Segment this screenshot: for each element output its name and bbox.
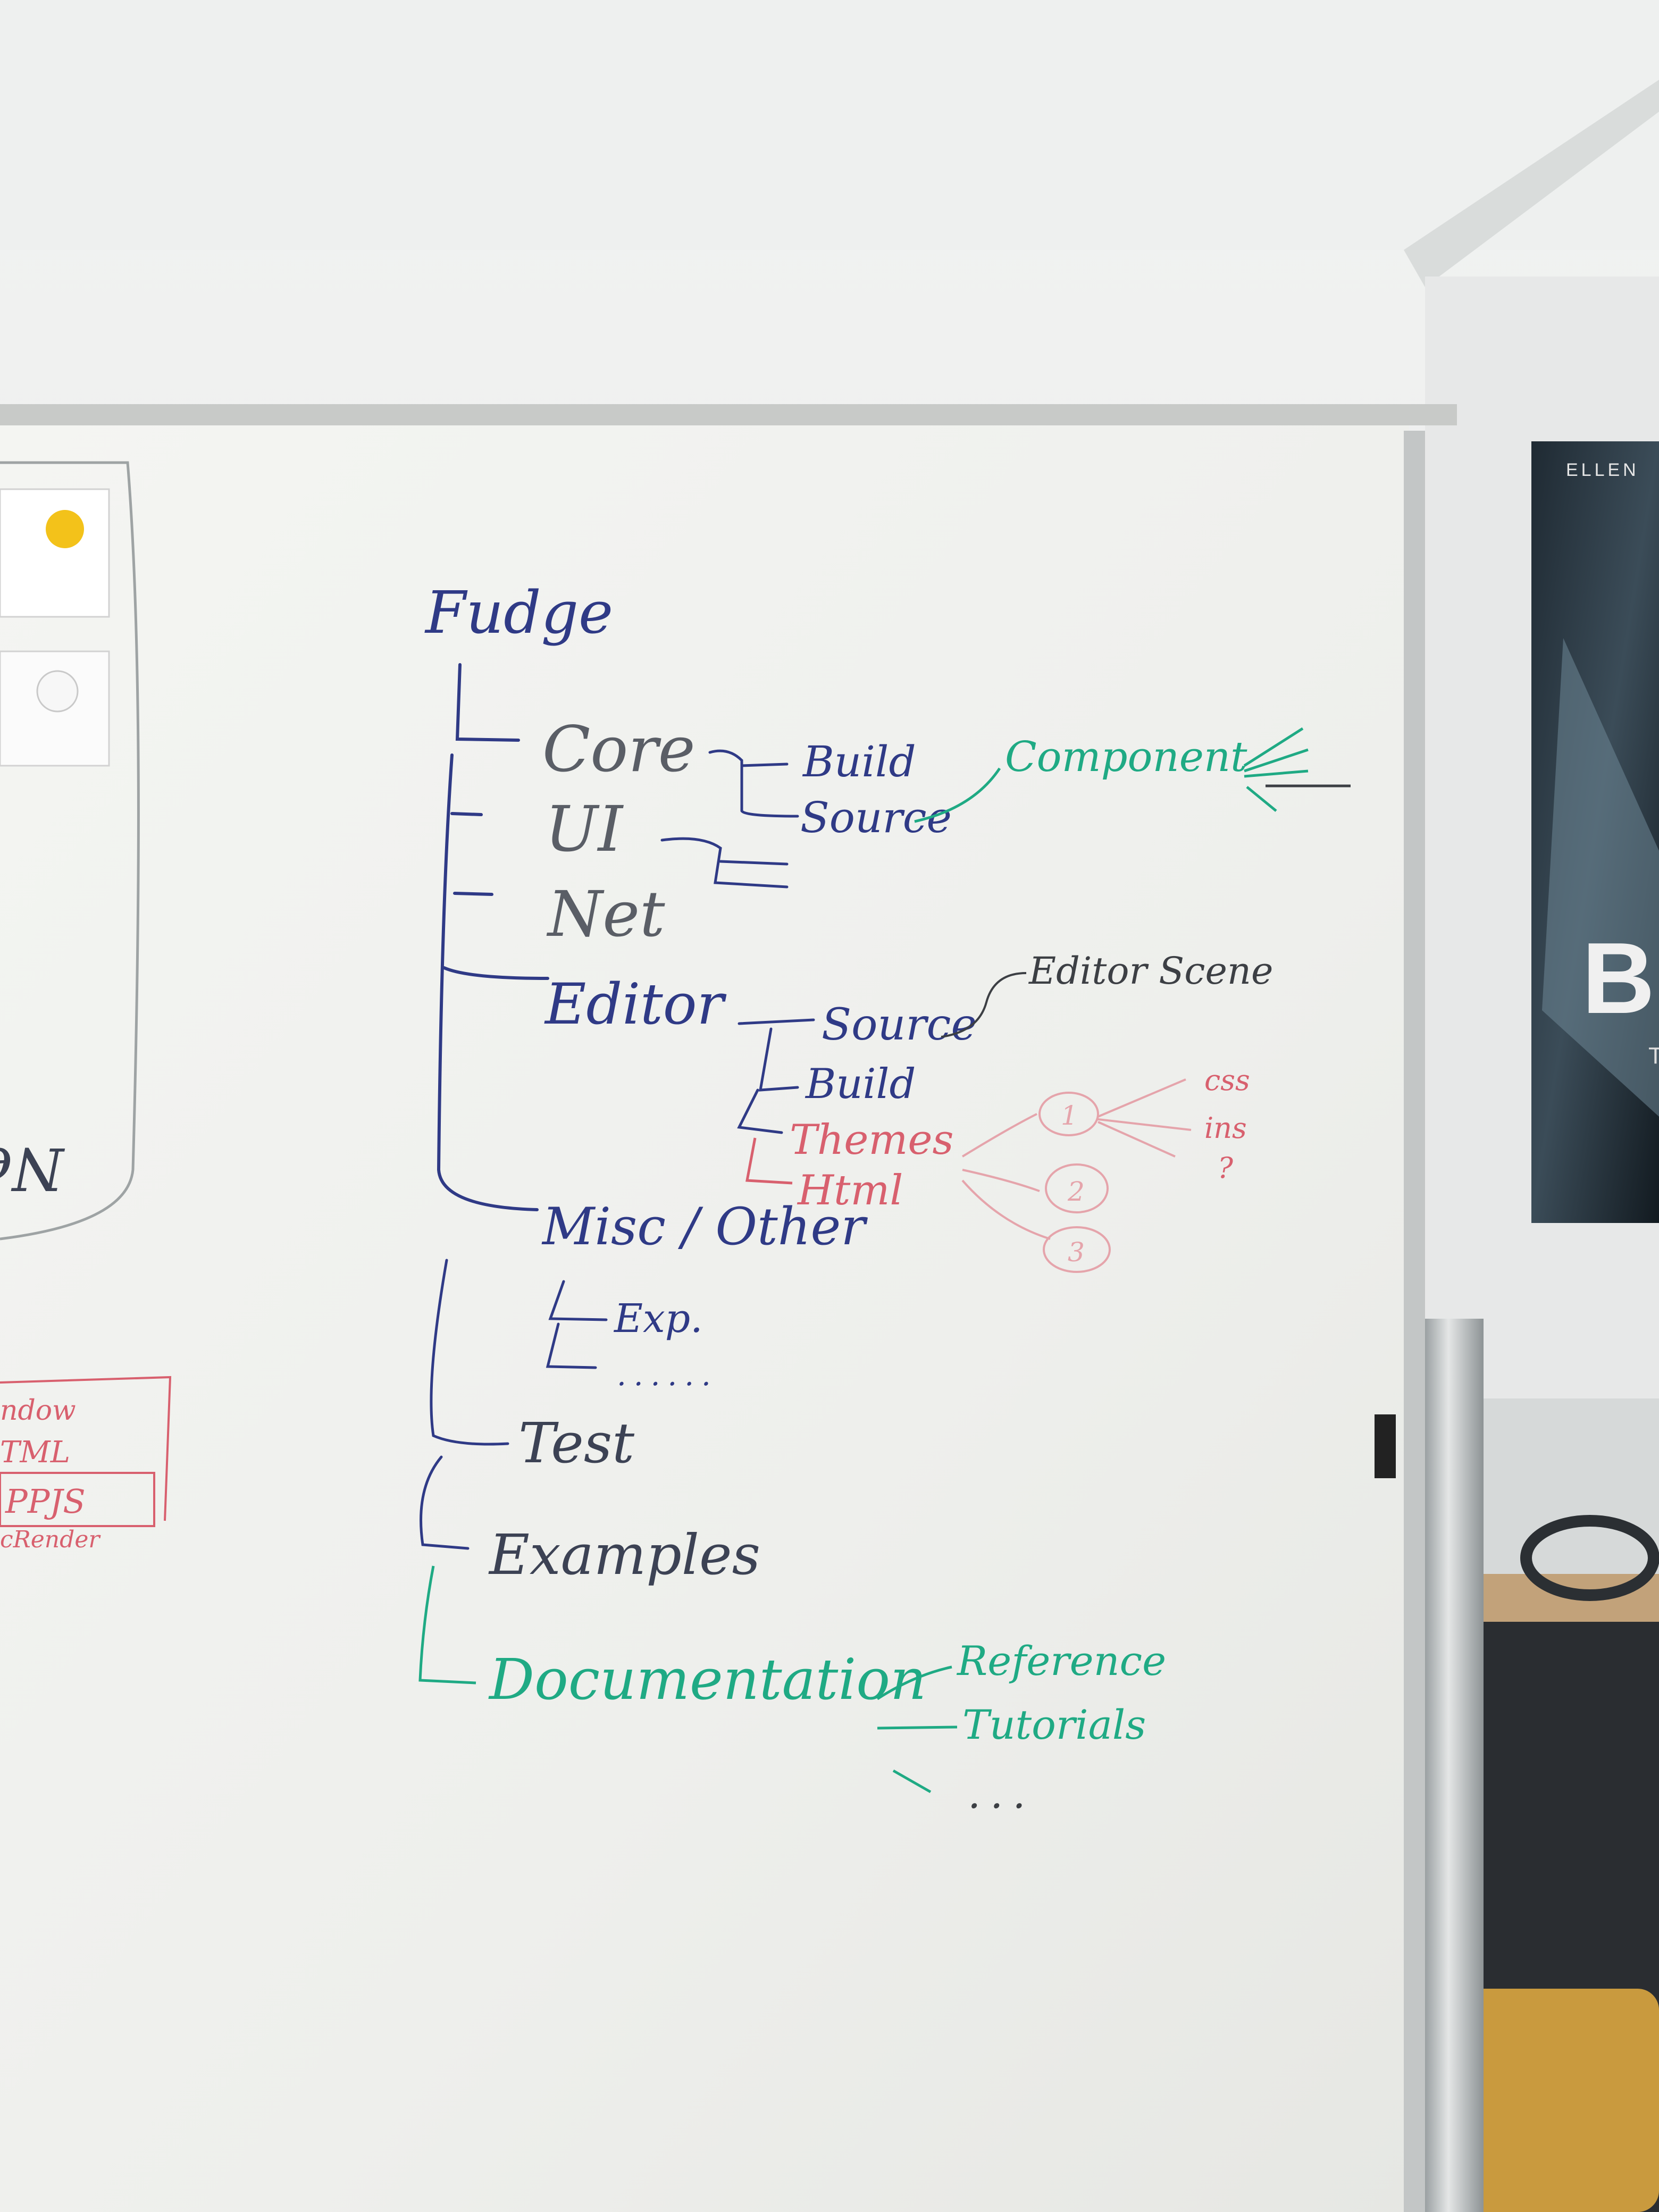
core-branch-lines: [660, 749, 799, 889]
white-magnet: [36, 670, 79, 713]
editor-themes: Themes: [790, 1116, 954, 1164]
core-build: Build: [802, 737, 916, 786]
editor-html: Html: [797, 1167, 903, 1214]
poster-top-text: ELLEN: [1566, 460, 1639, 480]
circle-3-label: 3: [1068, 1237, 1085, 1268]
editor-scene: Editor Scene: [1028, 949, 1273, 993]
docs-more: ...: [968, 1770, 1035, 1817]
circle-2-label: 2: [1067, 1176, 1085, 1207]
ceiling-beam: [1404, 80, 1659, 287]
misc-more: ......: [617, 1358, 718, 1393]
core-build-link: [740, 763, 789, 767]
left-note-line2: TML: [0, 1435, 70, 1470]
tree-diagram: Fudge: [424, 579, 613, 1211]
node-documentation: Documentation: [488, 1647, 926, 1712]
editor-themes-link: [737, 1088, 783, 1134]
circle-1: [1038, 1092, 1099, 1136]
net-dash: [453, 892, 493, 896]
component-link: [914, 767, 1001, 823]
docs-tutorials: Tutorials: [962, 1701, 1146, 1748]
left-note-line1: ndow: [0, 1395, 76, 1427]
node-examples: Examples: [488, 1522, 760, 1587]
option-css: css: [1204, 1063, 1250, 1097]
node-editor: Editor: [544, 971, 727, 1037]
documentation-link: [418, 1565, 476, 1685]
board-clip: [1375, 1414, 1396, 1478]
misc-exp-link: [548, 1280, 608, 1321]
yellow-magnet: [46, 510, 84, 548]
circle-3: [1043, 1226, 1111, 1273]
documentation-branch-lines: [876, 1665, 958, 1794]
left-notes: Ne ndow TML PPJS cRender: [0, 461, 172, 1553]
core-component: Component: [1005, 733, 1247, 781]
board-top-frame: [0, 404, 1457, 425]
paper-note-1: [0, 488, 110, 618]
misc-test-link: [430, 1259, 509, 1446]
left-red-box: [0, 1376, 172, 1521]
editor-build: Build: [805, 1060, 916, 1108]
misc-more-link: [546, 1322, 597, 1369]
tree-trunk: [437, 753, 539, 1211]
left-note-line3: PPJS: [5, 1482, 86, 1521]
theme-options: [961, 1078, 1192, 1273]
node-net: Net: [546, 877, 665, 951]
tree-root: Fudge: [424, 579, 613, 647]
ceiling: [0, 0, 1659, 250]
board-surface: [0, 425, 1409, 2212]
circle-1-label: 1: [1061, 1100, 1078, 1131]
node-core: Core: [542, 713, 696, 786]
editor-build-link: [758, 1027, 799, 1092]
examples-link: [420, 1455, 470, 1550]
ui-dash: [450, 812, 483, 816]
editor-source-link: [738, 1018, 815, 1025]
root-connector: [455, 663, 520, 742]
board-stand-pole: [1425, 1319, 1484, 2212]
left-board-outline: [0, 461, 140, 1241]
poster-graphic: [1542, 638, 1659, 1117]
editor-source: Source: [822, 1000, 977, 1050]
ui-empty-branch: [660, 837, 789, 889]
circle-2: [1045, 1163, 1109, 1213]
core-source-link: [708, 749, 799, 818]
editor-branch-lines: [737, 1018, 815, 1134]
cables: [1520, 1515, 1659, 1601]
poster: ELLEN BI T: [1531, 441, 1659, 1223]
node-misc: Misc / Other: [541, 1197, 868, 1256]
misc-branch-lines: [420, 1259, 608, 1550]
board-right-frame: [1404, 431, 1425, 2212]
poster-big-text: BI: [1582, 922, 1659, 1035]
node-test: Test: [518, 1411, 634, 1476]
whiteboard: [0, 404, 1484, 2212]
option-question: ?: [1218, 1151, 1234, 1185]
editor-scene-link: [941, 972, 1027, 1038]
node-ui: UI: [545, 792, 624, 866]
left-vertical-note: Ne: [0, 1135, 65, 1203]
left-red-box-2: [0, 1472, 155, 1527]
chair: [1446, 1989, 1659, 2212]
component-arrows: [1243, 727, 1351, 812]
editor-connector: [442, 966, 549, 980]
editor-html-link: [745, 1137, 793, 1185]
misc-exp: Exp.: [613, 1296, 703, 1342]
docs-reference: Reference: [956, 1637, 1166, 1685]
poster-small-text: T: [1648, 1043, 1659, 1069]
ui-empty-branch-2: [719, 860, 789, 866]
left-note-line4: cRender: [0, 1526, 101, 1553]
option-ins: ins: [1204, 1111, 1247, 1145]
